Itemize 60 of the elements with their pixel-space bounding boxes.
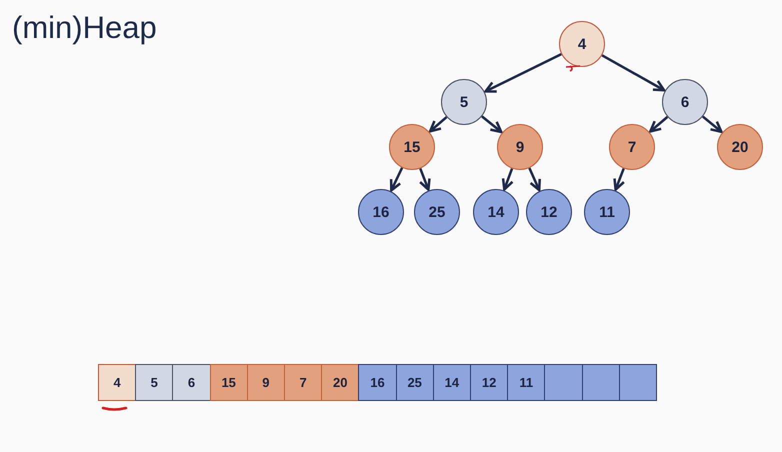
node-value: 16 xyxy=(370,375,385,390)
heap-node-circle xyxy=(584,189,630,235)
node-value: 7 xyxy=(628,138,636,156)
arrow xyxy=(649,116,668,133)
array-cell xyxy=(321,364,360,401)
node-value: 16 xyxy=(372,204,390,220)
array-cell xyxy=(246,364,285,401)
node-value: 5 xyxy=(150,375,158,390)
arrow xyxy=(702,116,723,134)
node-value: 15 xyxy=(404,138,420,156)
arrow xyxy=(528,168,541,192)
node-value: 5 xyxy=(460,94,468,110)
node-value: 20 xyxy=(732,138,748,156)
heap-node-circle xyxy=(414,189,460,235)
arrow xyxy=(613,168,626,191)
arrow xyxy=(481,115,503,134)
heap-node-circle xyxy=(441,79,487,125)
heap-node-circle xyxy=(497,124,543,170)
heap-node-circle xyxy=(358,189,404,235)
array-cell xyxy=(396,364,434,401)
heap-node-circle xyxy=(662,79,708,125)
array-cell xyxy=(172,364,211,401)
arrow xyxy=(502,168,514,191)
title: (min)Heap xyxy=(12,10,157,46)
node-value: 4 xyxy=(113,375,121,390)
heap-node-circle xyxy=(526,189,572,235)
array-cell xyxy=(507,364,546,401)
node-value: 20 xyxy=(333,375,348,390)
node-value: 12 xyxy=(482,375,496,390)
array-cell xyxy=(432,364,471,401)
arrow xyxy=(428,116,448,133)
array-cell xyxy=(358,364,397,401)
node-value: 14 xyxy=(444,375,460,390)
node-value: 4 xyxy=(578,36,586,52)
node-value: 9 xyxy=(516,138,524,156)
node-value: 15 xyxy=(221,375,236,390)
arrow xyxy=(601,54,666,92)
array-cell xyxy=(470,364,508,401)
node-value: 7 xyxy=(299,375,307,390)
node-value: 11 xyxy=(599,204,615,220)
array-cell xyxy=(210,364,248,401)
node-value: 12 xyxy=(540,204,558,220)
node-value: 6 xyxy=(188,375,196,390)
heap-node-circle xyxy=(389,124,435,170)
heap-node-circle xyxy=(609,124,655,170)
arrow xyxy=(418,168,431,191)
arrow xyxy=(390,167,404,192)
node-value: 9 xyxy=(262,375,270,390)
array-cell xyxy=(284,364,322,401)
heap-node-circle xyxy=(473,189,519,235)
heap-node-circle xyxy=(717,124,763,170)
array-cell xyxy=(98,364,136,401)
arrow xyxy=(484,53,562,93)
node-value: 25 xyxy=(407,375,422,390)
node-value: 14 xyxy=(488,204,504,220)
node-value: 6 xyxy=(680,94,690,110)
node-value: 25 xyxy=(428,204,446,220)
heap-node-circle xyxy=(559,21,605,67)
node-value: 11 xyxy=(519,375,534,390)
array-cell xyxy=(135,364,174,401)
